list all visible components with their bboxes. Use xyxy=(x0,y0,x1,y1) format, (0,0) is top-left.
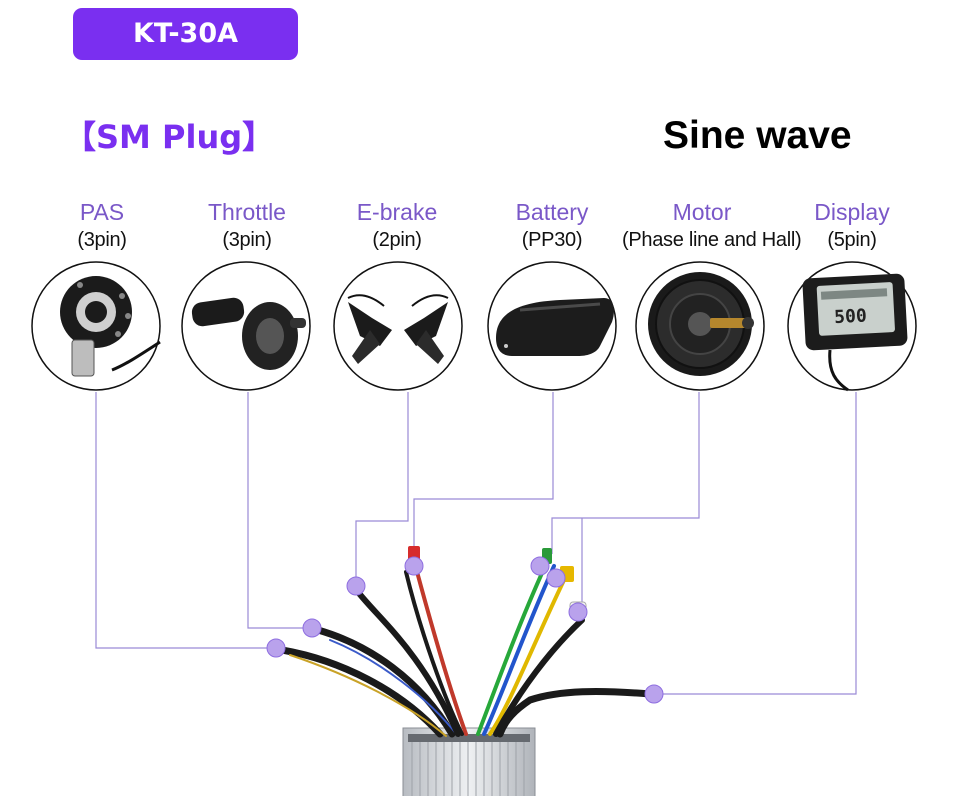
component-label-battery: Battery (PP30) xyxy=(472,197,632,253)
component-spec: (2pin) xyxy=(372,229,422,251)
display-screen-value: 500 xyxy=(834,305,868,328)
ebrake-connector-line xyxy=(355,392,409,586)
motor-hall-connection-dot xyxy=(568,602,588,622)
brake-levers-icon xyxy=(347,294,449,364)
component-label-motor: Motor (Phase line and Hall) xyxy=(622,197,802,253)
waveform-title: Sine wave xyxy=(663,114,852,157)
component-spec: (3pin) xyxy=(222,229,272,251)
component-spec: (Phase line and Hall) xyxy=(622,229,802,251)
component-name: E-brake xyxy=(356,199,438,225)
pas-connection-dot xyxy=(266,638,286,658)
pas-connector-line xyxy=(95,392,276,649)
motor-phase-connection-dot xyxy=(546,568,566,588)
ebrake-circle xyxy=(333,261,463,391)
motor-phase-blue xyxy=(482,564,556,736)
component-circles xyxy=(31,261,917,391)
component-name: PAS xyxy=(79,199,125,225)
pas-sensor-icon xyxy=(60,276,161,377)
plug-type-title: 【SM Plug】 xyxy=(64,118,275,156)
display-connection-dot xyxy=(644,684,664,704)
component-name: Throttle xyxy=(208,199,286,225)
throttle-connector-line xyxy=(247,392,312,629)
component-label-pas: PAS (3pin) xyxy=(22,197,182,253)
wire-harness xyxy=(278,558,654,738)
motor-phase-yellow xyxy=(488,574,568,736)
battery-connector-line xyxy=(413,392,554,560)
battery-connection-dot xyxy=(404,556,424,576)
component-name: Motor xyxy=(672,199,732,225)
thumb-throttle-icon xyxy=(191,297,306,370)
battery-pack-icon xyxy=(496,298,614,356)
battery-red-wire xyxy=(414,566,468,736)
component-spec: (3pin) xyxy=(77,229,127,251)
component-name: Battery xyxy=(515,199,589,225)
motor-phase-green xyxy=(476,558,550,736)
display-cable xyxy=(496,688,654,738)
component-label-ebrake: E-brake (2pin) xyxy=(317,197,477,253)
motor-phase-connector-line xyxy=(551,392,700,554)
controller-box xyxy=(402,727,536,796)
throttle-cable-wires xyxy=(329,639,459,737)
ebrake-connection-dot xyxy=(346,576,366,596)
throttle-connection-dot xyxy=(302,618,322,638)
model-badge: KT-30A xyxy=(73,8,298,60)
connector-lines xyxy=(95,392,857,695)
lcd-display-icon: 500 xyxy=(802,273,908,392)
component-label-display: Display (5pin) xyxy=(772,197,932,253)
component-label-throttle: Throttle (3pin) xyxy=(167,197,327,253)
component-spec: (PP30) xyxy=(521,229,583,251)
hub-motor-icon xyxy=(648,272,754,376)
component-spec: (5pin) xyxy=(827,229,877,251)
pas-cable-wires xyxy=(289,654,447,737)
display-connector-line xyxy=(656,392,857,695)
ebrake-cable xyxy=(355,589,461,737)
connection-dots xyxy=(266,556,664,704)
component-name: Display xyxy=(814,199,890,225)
motor-phase-connection-dot xyxy=(530,556,550,576)
battery-black-wire xyxy=(404,570,464,736)
